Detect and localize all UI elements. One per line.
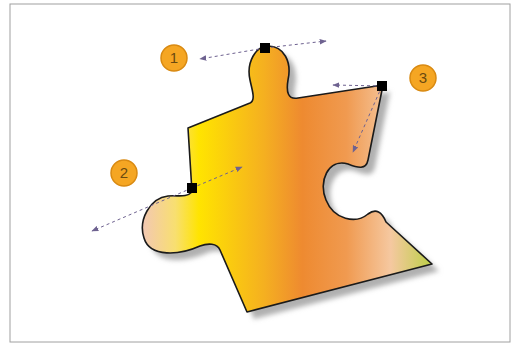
anchor-point: [260, 43, 270, 53]
callout-number: 1: [161, 45, 187, 71]
callout-number: 2: [111, 160, 137, 186]
tangent-handle: [200, 48, 265, 59]
tangent-handle: [333, 85, 382, 86]
tangent-handle: [353, 86, 382, 152]
frame: [10, 4, 510, 342]
callout-badge: [111, 160, 137, 186]
tangent-handle: [92, 188, 192, 231]
anchor-point: [377, 81, 387, 91]
anchor-point: [187, 183, 197, 193]
puzzle-piece: [142, 46, 432, 312]
tangent-handle: [192, 167, 242, 188]
callout-badge: [161, 45, 187, 71]
callout-number: 3: [410, 65, 436, 91]
tangent-handle: [265, 41, 326, 48]
callout-badge: [410, 65, 436, 91]
